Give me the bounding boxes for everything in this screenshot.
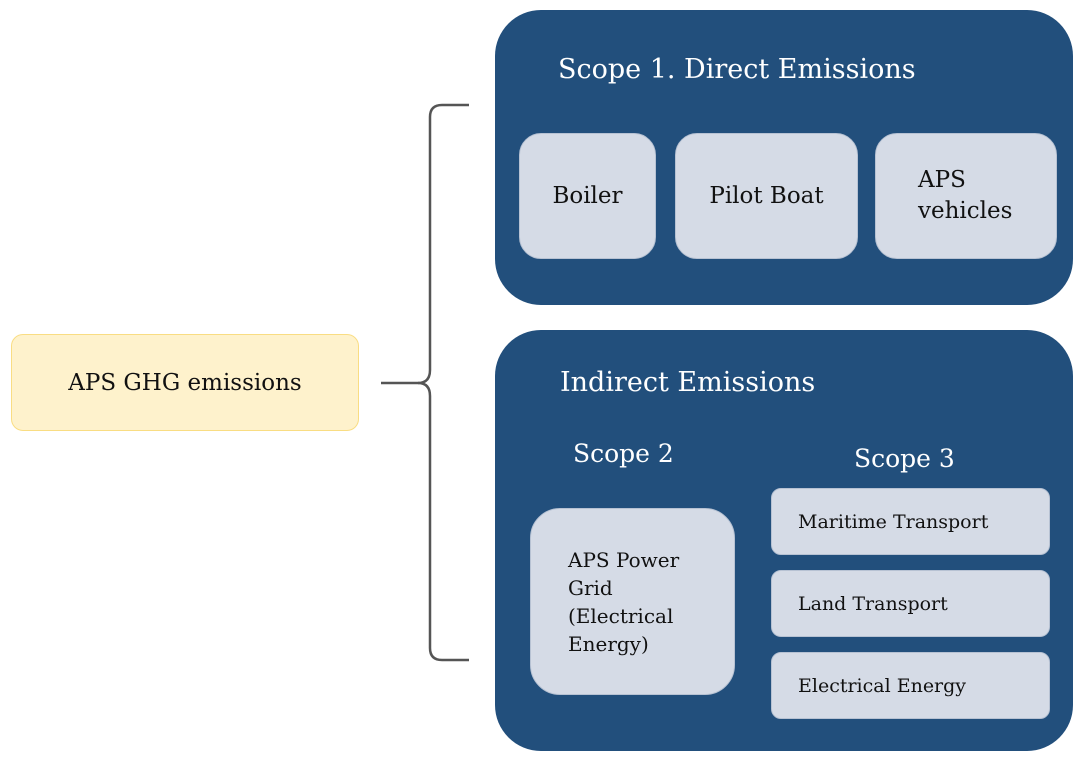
direct-emissions-panel: Scope 1. Direct Emissions Boiler Pilot B…: [495, 10, 1073, 305]
boiler-card: Boiler: [519, 133, 656, 259]
indirect-emissions-title: Indirect Emissions: [560, 367, 816, 398]
root-node: APS GHG emissions: [11, 334, 359, 431]
boiler-label: Boiler: [552, 182, 623, 209]
scope-3-title: Scope 3: [854, 444, 955, 473]
aps-power-grid-label: APS Power Grid (Electrical Energy): [568, 547, 680, 656]
scope-2-title: Scope 2: [573, 439, 674, 468]
direct-emissions-title: Scope 1. Direct Emissions: [558, 54, 916, 85]
maritime-transport-label: Maritime Transport: [798, 510, 989, 533]
pilot-boat-label: Pilot Boat: [709, 182, 824, 209]
pilot-boat-card: Pilot Boat: [675, 133, 858, 259]
aps-power-grid-card: APS Power Grid (Electrical Energy): [530, 508, 735, 695]
root-label: APS GHG emissions: [68, 369, 302, 396]
land-transport-card: Land Transport: [771, 570, 1050, 637]
electrical-energy-label: Electrical Energy: [798, 674, 967, 697]
aps-vehicles-label: APS vehicles: [918, 167, 1013, 224]
electrical-energy-card: Electrical Energy: [771, 652, 1050, 719]
maritime-transport-card: Maritime Transport: [771, 488, 1050, 555]
land-transport-label: Land Transport: [798, 592, 948, 615]
indirect-emissions-panel: Indirect Emissions Scope 2 Scope 3 APS P…: [495, 330, 1073, 751]
aps-vehicles-card: APS vehicles: [875, 133, 1057, 259]
